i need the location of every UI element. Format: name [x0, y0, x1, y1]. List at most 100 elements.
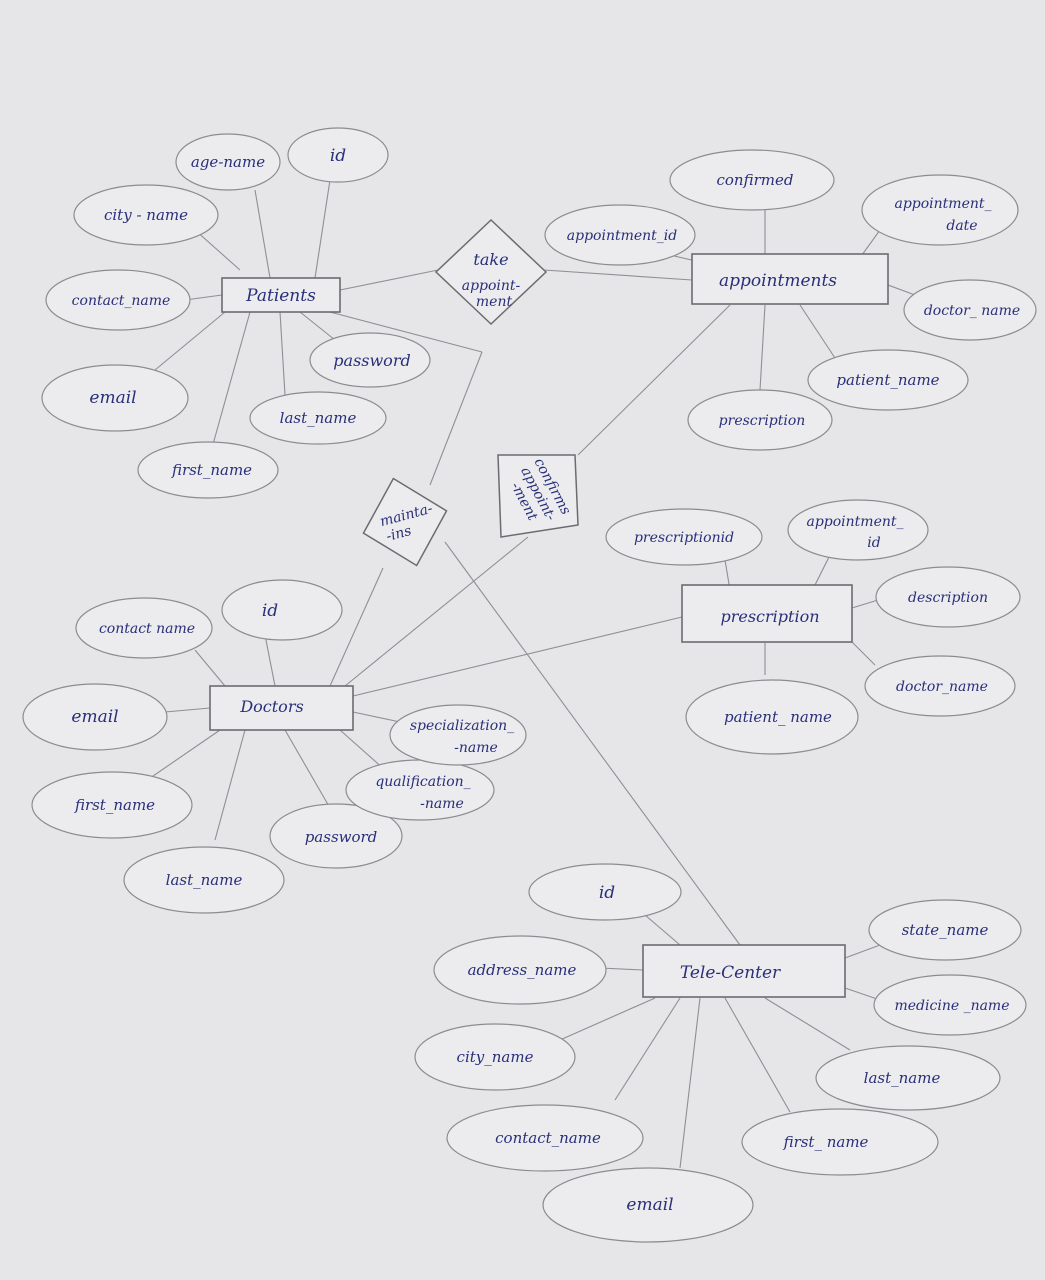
appointments-attr-confirmed-label: confirmed [717, 171, 794, 189]
telecenter-attr-last-name [815, 1045, 1001, 1111]
maintains-diamond [362, 477, 448, 567]
patients-attr-first-name-label: first_name [171, 461, 252, 479]
take-appointment-label-2: appoint- [462, 278, 521, 294]
appointments-entity [691, 253, 889, 305]
appointments-attr-appointment-date-label-1: appointment_ [894, 196, 991, 212]
patients-attr-contact-name-label: contact_name [72, 293, 171, 309]
doctors-attr-last-name-label: last_name [166, 871, 243, 889]
prescription-attr-description [875, 566, 1021, 628]
take-appointment-diamond [434, 218, 548, 326]
prescription-entity [681, 584, 853, 643]
prescription-attr-appointment-id-label-1: appointment_ [806, 514, 903, 530]
telecenter-attr-medicine-name [873, 974, 1027, 1036]
appointments-attr-patient-name-label: patient_name [836, 371, 939, 389]
patients-attr-first-name [137, 441, 279, 499]
prescription-group: prescription prescriptionid appointment_… [605, 499, 1021, 755]
patients-attr-id [287, 127, 389, 183]
telecenter-attr-contact-name-label: contact_name [495, 1129, 601, 1147]
appointments-attr-appointment-id-label: appointment_id [567, 228, 678, 244]
patients-attr-city-name [73, 184, 219, 246]
doctors-attr-qualification-name-label-1: qualification_ [375, 774, 470, 790]
telecenter-attr-state-name [868, 899, 1022, 961]
telecenter-attr-id [528, 863, 682, 921]
patients-group: Patients age-name id city - name contact… [41, 127, 431, 499]
doctors-attr-id [221, 579, 343, 641]
doctors-attr-first-name-label: first_name [74, 796, 155, 814]
confirms-appointment-box [497, 454, 579, 538]
appointments-attr-patient-name [807, 349, 969, 411]
telecenter-attr-last-name-label: last_name [864, 1069, 941, 1087]
patients-attr-city-name-label: city - name [104, 206, 188, 224]
prescription-attr-prescriptionid [605, 508, 763, 566]
patients-attr-contact-name [45, 269, 191, 331]
patients-attr-age-name-label: age-name [191, 153, 265, 171]
doctors-group: Doctors id contact name email first_name… [22, 579, 527, 914]
prescription-attr-prescriptionid-label: prescriptionid [634, 530, 734, 546]
appointments-attr-doctor-name-label: doctor_ name [924, 303, 1020, 319]
patients-entity [221, 277, 341, 313]
telecenter-attr-contact-name [446, 1104, 644, 1172]
appointments-attr-doctor-name [903, 279, 1037, 341]
prescription-attr-patient-name-label: patient_ name [724, 708, 832, 726]
appointments-attr-confirmed [669, 149, 835, 211]
patients-attr-last-name [249, 391, 387, 445]
telecenter-group: Tele-Center id address_name city_name co… [414, 863, 1027, 1243]
maintains-relationship: mainta- -ins [362, 477, 448, 567]
prescription-attr-description-label: description [908, 590, 988, 606]
appointments-attr-appointment-date [861, 174, 1019, 246]
appointments-attr-prescription [687, 389, 833, 451]
telecenter-attr-first-name-label: first_ name [783, 1133, 869, 1151]
doctors-attr-specialization-name-label-2: -name [454, 740, 498, 756]
appointments-group: appointments confirmed appointment_id ap… [544, 149, 1037, 451]
doctors-attr-specialization-name [389, 704, 527, 766]
doctors-attr-email-label: email [71, 707, 118, 727]
telecenter-attr-city-name-label: city_name [457, 1048, 534, 1066]
doctors-attr-contact-name [75, 597, 213, 659]
doctors-attr-last-name [123, 846, 285, 914]
take-appointment-relationship: take appoint- ment [434, 218, 548, 326]
prescription-entity-label: prescription [720, 607, 819, 626]
telecenter-attr-id-label: id [599, 883, 615, 903]
telecenter-attr-state-name-label: state_name [902, 921, 989, 939]
patients-entity-label: Patients [245, 286, 316, 306]
patients-attr-email [41, 364, 189, 432]
prescription-attr-doctor-name-label: doctor_name [896, 679, 988, 695]
patients-attr-password [309, 332, 431, 388]
telecenter-entity-label: Tele-Center [680, 963, 781, 983]
appointments-attr-appointment-id [544, 204, 696, 266]
take-appointment-label-3: ment [476, 294, 513, 310]
doctors-attr-password-label: password [305, 828, 378, 846]
telecenter-attr-medicine-name-label: medicine _name [895, 998, 1010, 1014]
telecenter-attr-first-name [741, 1108, 939, 1176]
doctors-attr-first-name [31, 771, 193, 839]
telecenter-attr-address-name [433, 935, 607, 1005]
prescription-attr-patient-name [685, 679, 859, 755]
telecenter-attr-email-label: email [626, 1195, 673, 1215]
doctors-entity [209, 685, 354, 731]
patients-attr-password-label: password [333, 351, 410, 370]
doctors-attr-id-label: id [262, 601, 278, 621]
telecenter-attr-address-name-label: address_name [468, 961, 577, 979]
telecenter-entity [642, 944, 846, 998]
prescription-attr-appointment-id [787, 499, 929, 561]
doctors-attr-contact-name-label: contact name [99, 621, 195, 637]
doctors-attr-qualification-name-label-2: -name [420, 796, 464, 812]
doctors-attr-password [269, 803, 403, 869]
maintains-label-2: -ins [385, 523, 414, 545]
patients-attr-last-name-label: last_name [280, 409, 357, 427]
patients-attr-id-label: id [330, 146, 346, 166]
prescription-attr-appointment-id-label-2: id [867, 535, 880, 551]
telecenter-attr-city-name [414, 1023, 576, 1091]
confirms-appointment-relationship: confirms appoint- -ment [497, 454, 579, 538]
appointments-entity-label: appointments [719, 271, 837, 291]
telecenter-attr-email [542, 1167, 754, 1243]
appointments-attr-appointment-date-label-2: date [946, 218, 977, 234]
doctors-entity-label: Doctors [239, 697, 303, 716]
appointments-attr-prescription-label: prescription [719, 413, 806, 429]
connector-lines [139, 179, 916, 1169]
patients-attr-age-name [175, 133, 281, 191]
patients-attr-email-label: email [89, 388, 136, 408]
prescription-attr-doctor-name [864, 655, 1016, 717]
doctors-attr-email [22, 683, 168, 751]
